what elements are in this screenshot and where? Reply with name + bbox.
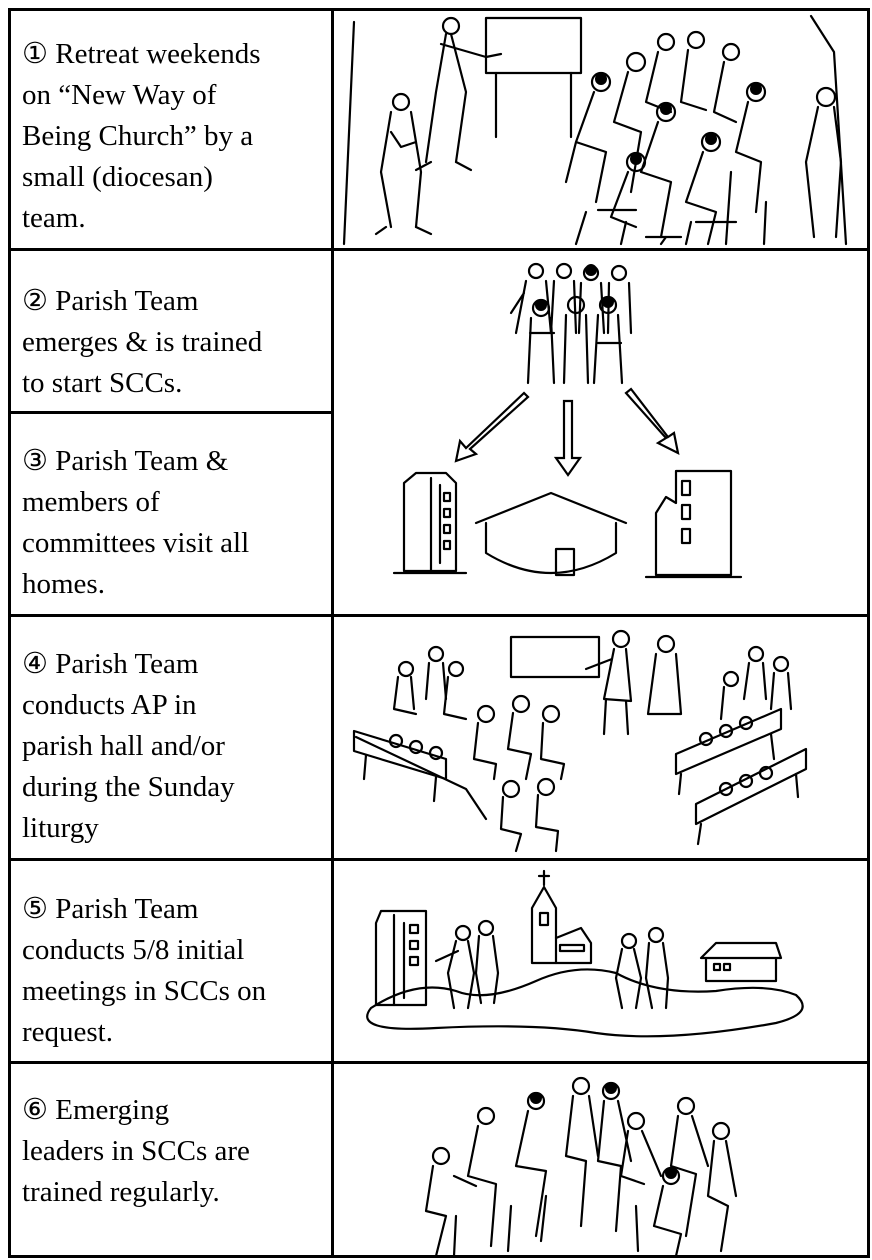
step-4-text: ④ Parish Team conducts AP in parish hall… — [22, 648, 235, 844]
step-5-text: ⑤ Parish Team conducts 5/8 initial meeti… — [22, 893, 267, 1048]
illustration-village-visit — [336, 863, 866, 1058]
step-3-text: ③ Parish Team & members of committees vi… — [22, 445, 250, 600]
outer-frame — [8, 8, 870, 1258]
illustration-training-circle — [336, 1066, 866, 1256]
row-divider-5 — [8, 1061, 870, 1064]
illustration-parish-hall — [336, 619, 866, 855]
illustration-parish-team-homes — [336, 253, 866, 611]
row-divider-1 — [8, 248, 870, 251]
row-divider-2 — [8, 411, 332, 414]
row-divider-4 — [8, 858, 870, 861]
step-6-text: ⑥ Emerging leaders in SCCs are trained r… — [22, 1094, 250, 1208]
column-divider — [331, 8, 334, 1258]
step-1-text: ① Retreat weekends on “New Way of Being … — [22, 38, 261, 234]
step-2-text: ② Parish Team emerges & is trained to st… — [22, 285, 263, 399]
illustration-retreat — [336, 12, 866, 246]
row-divider-3 — [8, 614, 870, 617]
